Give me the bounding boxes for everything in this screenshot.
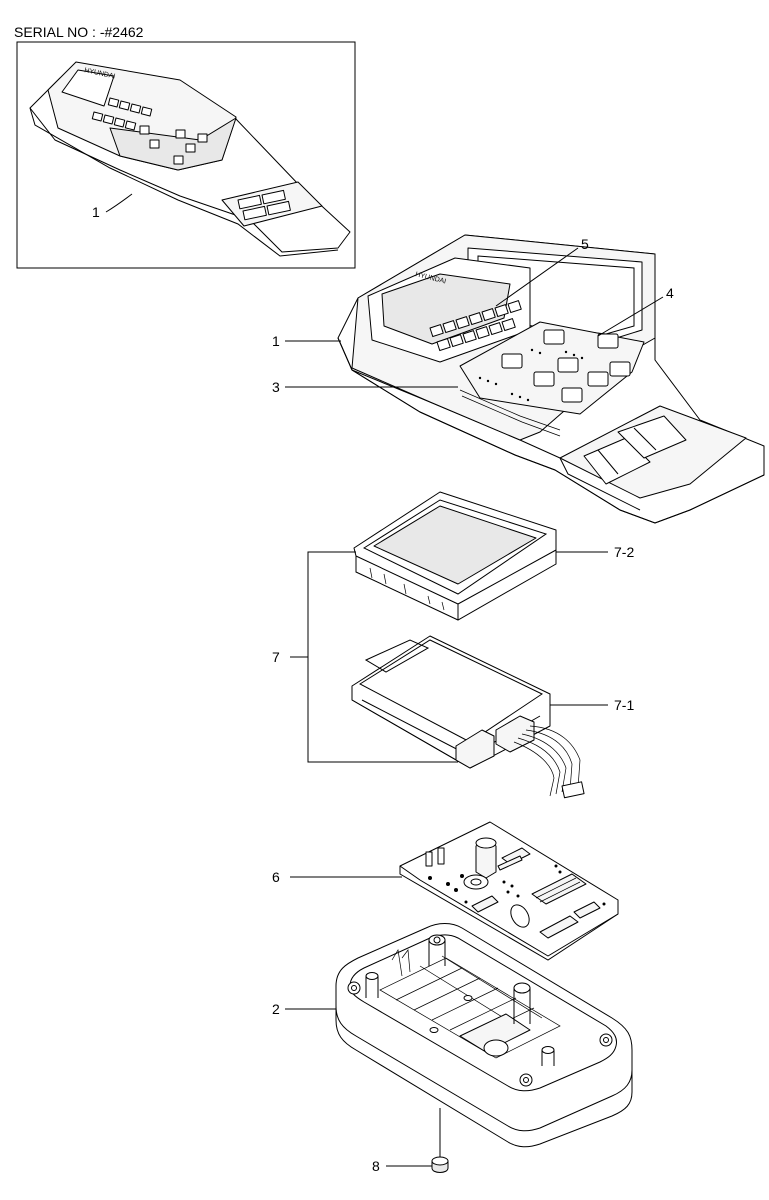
inset-cluster-drawing: HYUNDAI — [29, 61, 351, 257]
rubber-foot — [431, 1108, 449, 1173]
switch-panel-buttons — [501, 329, 631, 403]
circuit-board — [399, 821, 619, 961]
callout-5: 5 — [495, 236, 589, 307]
svg-text:7-2: 7-2 — [614, 544, 634, 560]
svg-text:7-1: 7-1 — [614, 697, 634, 713]
svg-text:2: 2 — [272, 1001, 280, 1017]
callout-6: 6 — [272, 869, 402, 885]
callout-7-bracket: 7 — [272, 551, 458, 763]
inset-frame — [16, 41, 356, 269]
lcd-cover-frame — [353, 491, 557, 621]
inset-callout-1: 1 — [92, 193, 133, 220]
callout-3: 3 — [272, 379, 458, 395]
svg-text:5: 5 — [581, 236, 589, 252]
callout-2: 2 — [272, 1001, 336, 1017]
keypad — [429, 300, 522, 352]
svg-text:8: 8 — [372, 1158, 380, 1174]
svg-text:4: 4 — [666, 285, 674, 301]
svg-text:6: 6 — [272, 869, 280, 885]
callout-4: 4 — [597, 285, 674, 337]
callout-7-1: 7-1 — [550, 697, 634, 713]
svg-text:1: 1 — [272, 333, 280, 349]
svg-text:3: 3 — [272, 379, 280, 395]
callout-8: 8 — [372, 1158, 432, 1174]
serial-number-label: SERIAL NO : -#2462 — [14, 24, 144, 40]
callout-1: 1 — [272, 333, 341, 349]
callout-7-2: 7-2 — [556, 544, 634, 560]
gauge-cluster-assembly: HYUNDAI — [337, 234, 765, 524]
lcd-module — [351, 635, 585, 799]
rear-housing — [335, 923, 633, 1148]
svg-text:1: 1 — [92, 204, 100, 220]
svg-text:7: 7 — [272, 649, 280, 665]
